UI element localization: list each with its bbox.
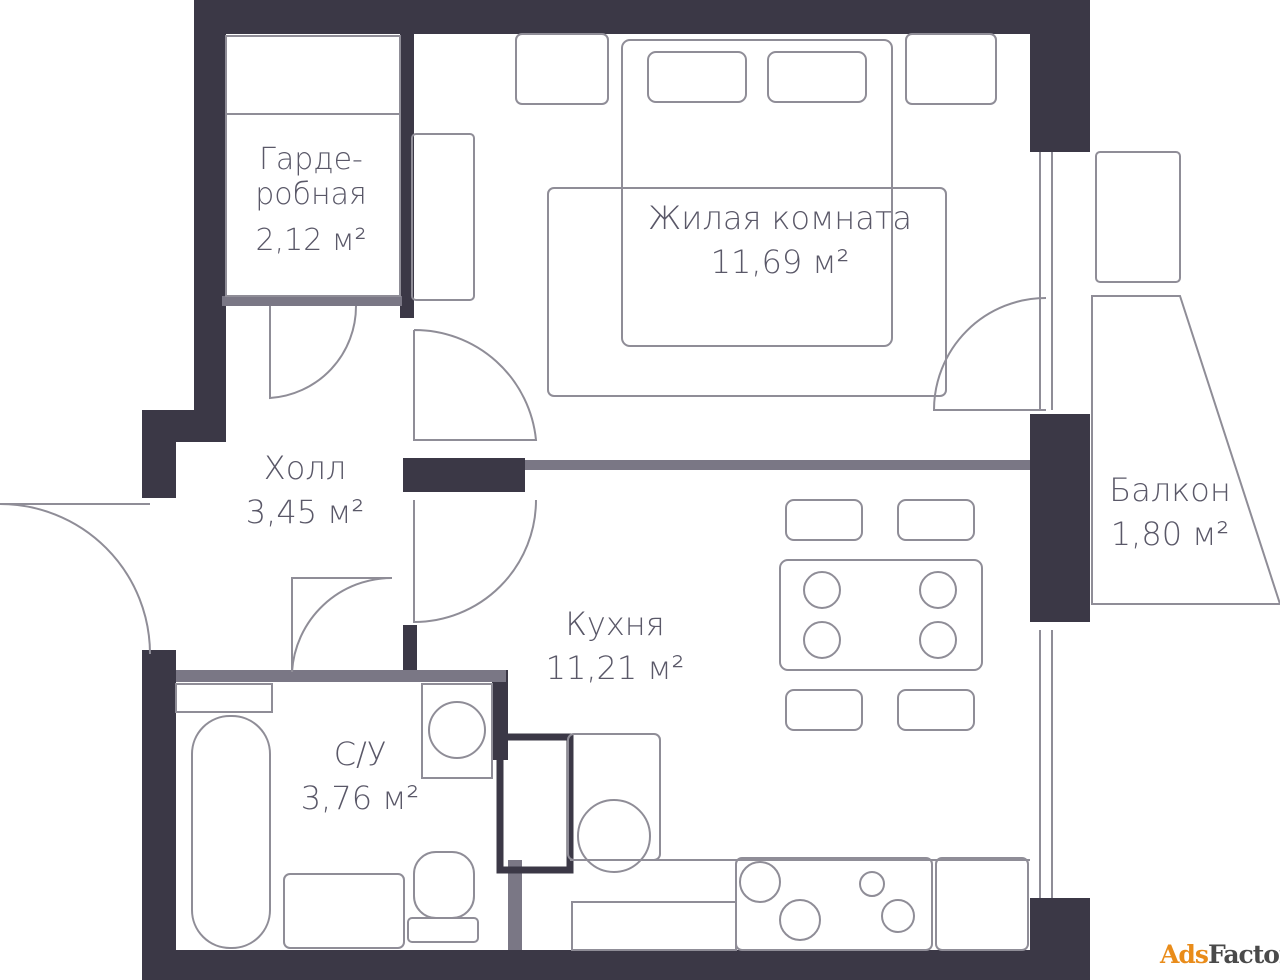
room-kitchen-area: 11,21 м² xyxy=(545,648,685,687)
room-bath: С/У 3,76 м² xyxy=(265,735,455,818)
watermark-part-1: Ads xyxy=(1160,940,1209,969)
room-living-name: Жилая комната xyxy=(648,199,912,237)
fridge-unit xyxy=(496,733,574,874)
room-kitchen-name: Кухня xyxy=(565,605,665,643)
fixtures xyxy=(175,33,1280,951)
room-living: Жилая комната 11,69 м² xyxy=(620,199,940,282)
room-balcony: Балкон 1,80 м² xyxy=(1100,471,1240,554)
room-hall-name: Холл xyxy=(263,449,347,487)
room-wardrobe-area: 2,12 м² xyxy=(255,222,367,258)
room-hall-area: 3,45 м² xyxy=(245,492,365,531)
room-living-area: 11,69 м² xyxy=(710,242,850,281)
room-hall: Холл 3,45 м² xyxy=(210,449,400,532)
room-balcony-name: Балкон xyxy=(1109,471,1231,509)
doors xyxy=(0,297,1047,673)
room-balcony-area: 1,80 м² xyxy=(1110,514,1230,553)
room-kitchen: Кухня 11,21 м² xyxy=(510,605,720,688)
room-wardrobe-name-2: робная xyxy=(255,177,367,213)
watermark-logo: AdsFactory xyxy=(1150,940,1280,980)
room-wardrobe-name-1: Гарде- xyxy=(259,142,363,177)
partitions xyxy=(176,296,1030,950)
watermark-part-2: Factory xyxy=(1207,940,1280,969)
outer-walls xyxy=(142,0,1090,980)
room-bath-area: 3,76 м² xyxy=(300,778,420,817)
room-bath-name: С/У xyxy=(333,735,387,773)
room-wardrobe: Гарде- робная 2,12 м² xyxy=(226,142,396,258)
